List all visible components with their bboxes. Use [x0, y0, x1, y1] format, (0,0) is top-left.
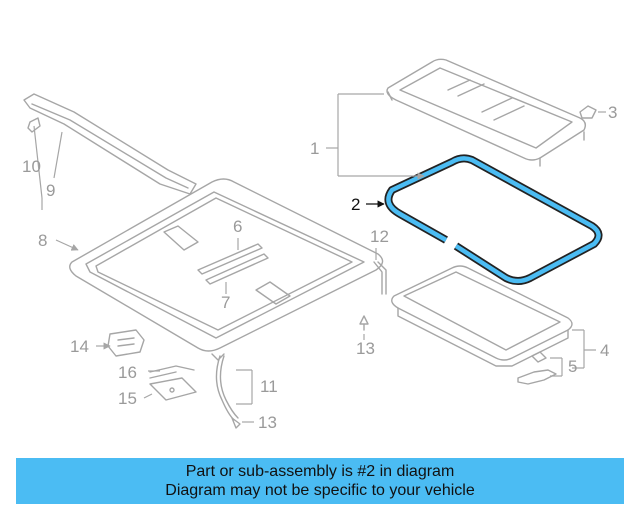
drain-tube-12	[373, 261, 387, 295]
wind-deflector	[23, 93, 197, 195]
guide-rails	[197, 243, 269, 285]
leader-lines	[33, 93, 596, 423]
banner-line-1: Part or sub-assembly is #2 in diagram	[185, 463, 455, 480]
callout-2: 2	[351, 195, 360, 214]
drain-clip	[359, 315, 369, 331]
callout-8: 8	[38, 231, 47, 250]
drain-hoses	[215, 355, 241, 429]
callout-3: 3	[608, 103, 617, 122]
weatherstrip-part-2	[384, 154, 603, 285]
sunshade-panel	[391, 265, 573, 367]
callout-13-lower: 13	[258, 413, 277, 432]
callout-1: 1	[310, 139, 319, 158]
parts-diagram: 1 2 3 4 5 6 7 8 9 10 11 12 13 13 14 15 1…	[22, 58, 617, 432]
sunroof-motor	[107, 329, 145, 357]
callout-16: 16	[118, 363, 137, 382]
callout-10: 10	[22, 157, 41, 176]
callout-15: 15	[118, 389, 137, 408]
clip-part	[579, 105, 606, 119]
callout-11: 11	[260, 377, 278, 396]
banner-line-2: Diagram may not be specific to your vehi…	[165, 482, 475, 499]
callout-4: 4	[600, 341, 609, 360]
glass-panel	[386, 58, 587, 167]
sunshade-handle	[517, 351, 557, 385]
motor-bracket	[149, 365, 197, 401]
info-banner: Part or sub-assembly is #2 in diagram Di…	[16, 458, 624, 504]
callout-12: 12	[370, 227, 389, 246]
callout-13-upper: 13	[356, 339, 375, 358]
callout-labels: 1 2 3 4 5 6 7 8 9 10 11 12 13 13 14 15 1…	[22, 103, 617, 432]
sunroof-frame	[69, 178, 384, 361]
callout-6: 6	[233, 217, 242, 236]
callout-9: 9	[46, 181, 55, 200]
callout-14: 14	[70, 337, 89, 356]
callout-7: 7	[221, 293, 230, 312]
callout-5: 5	[568, 357, 577, 376]
